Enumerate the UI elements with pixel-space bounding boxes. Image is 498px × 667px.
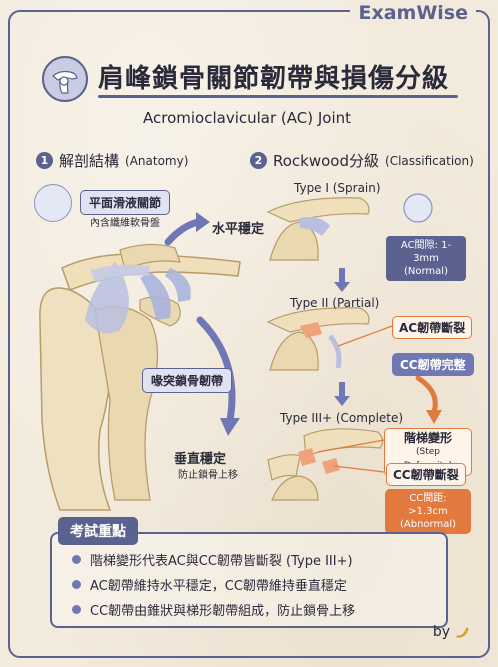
section-label: Rockwood分級 [273,152,380,170]
key-point-text: 階梯變形代表AC與CC韌帶皆斷裂 (Type III+) [90,554,353,569]
shoulder-icon [42,56,88,102]
type3-gap-line1: CC間距: >1.3cm [408,493,448,517]
synovial-joint-label: 平面滑液關節 [80,190,171,215]
bullet-icon [72,605,81,614]
type1-gap-line1: AC間隙: 1-3mm [400,240,452,264]
key-point-text: CC韌帶由錐狀與梯形韌帶組成，防止鎖骨上移 [90,604,356,619]
page-subtitle: Acromioclavicular (AC) Joint [143,109,352,127]
section-label-en: (Classification) [385,153,474,168]
type2-ac-rupture-tag: AC韌帶斷裂 [392,316,473,339]
type3-gap-line2: (Abnormal) [399,519,457,530]
section-number: 1 [36,152,53,169]
horizontal-stability-label: 水平穩定 [212,222,265,237]
type2-cc-intact-tag: CC韌帶完整 [392,353,474,376]
vertical-stability-sub: 防止鎖骨上移 [178,470,238,481]
page-title: 肩峰鎖骨關節韌帶與損傷分級 [98,64,450,94]
bullet-icon [72,555,81,564]
section-anatomy-header: 1 解剖結構 (Anatomy) [36,150,188,171]
type1-gap-badge: AC間隙: 1-3mm (Normal) [386,236,466,281]
key-point-item: 階梯變形代表AC與CC韌帶皆斷裂 (Type III+) [72,550,353,569]
key-point-item: AC韌帶維持水平穩定，CC韌帶維持垂直穩定 [72,575,347,594]
byline-text: by [432,624,450,640]
type3-cc-rupture-tag: CC韌帶斷裂 [386,463,466,486]
type1-label: Type I (Sprain) [294,181,381,195]
cc-ligament-label: 喙突鎖骨韌帶 [142,368,233,393]
section-label: 解剖結構 [59,152,120,170]
brand-logo: ExamWise [350,2,476,24]
joint-icon [34,184,72,222]
section-classification-header: 2 Rockwood分級 (Classification) [250,150,474,171]
byline: by [433,624,470,640]
key-points-box [50,532,448,628]
bullet-icon [72,580,81,589]
joint-zoom-icon [403,193,433,223]
type3-gap-badge: CC間距: >1.3cm (Abnormal) [385,489,471,534]
vertical-stability-label: 垂直穩定 [174,452,227,467]
synovial-joint-sub: 內含纖維軟骨盤 [90,218,160,229]
section-label-en: (Anatomy) [125,153,189,168]
page-frame [8,10,490,658]
type3-step-label: 階梯變形 [403,431,452,445]
banana-icon [456,627,469,638]
key-point-text: AC韌帶維持水平穩定，CC韌帶維持垂直穩定 [90,579,347,594]
key-point-item: CC韌帶由錐狀與梯形韌帶組成，防止鎖骨上移 [72,600,355,619]
section-number: 2 [250,152,267,169]
key-points-title: 考試重點 [58,517,138,545]
type1-gap-line2: (Normal) [404,266,448,277]
type3-label: Type III+ (Complete) [280,411,404,425]
title-underline [98,95,458,98]
type2-label: Type II (Partial) [290,296,380,310]
